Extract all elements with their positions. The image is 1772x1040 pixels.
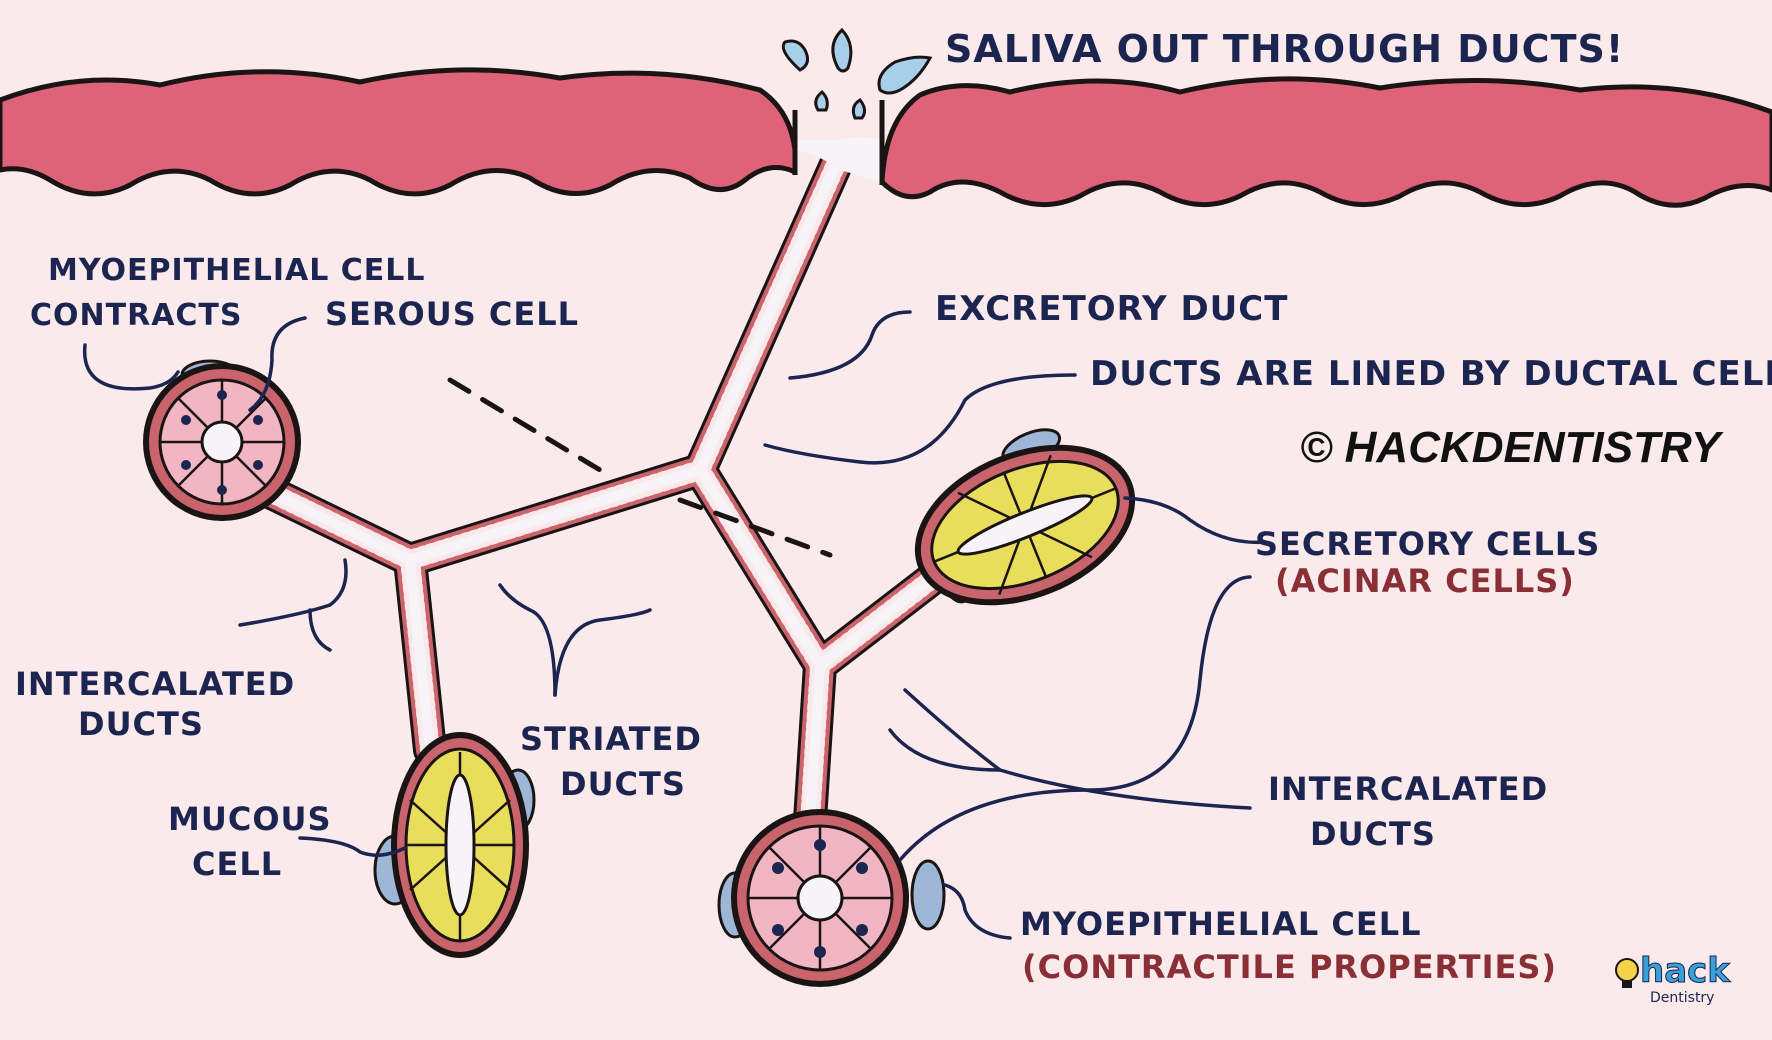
label-striated-1: STRIATED [520, 720, 702, 758]
label-secretory-cells: SECRETORY CELLS [1255, 525, 1600, 563]
label-intercalated-right-1: INTERCALATED [1268, 770, 1548, 808]
label-myoepithelial-contracts-1: MYOEPITHELIAL CELL [48, 253, 426, 288]
label-serous-cell: SEROUS CELL [325, 295, 579, 333]
serous-acinus-right [717, 809, 946, 987]
oral-epithelium-right [879, 76, 1772, 208]
secretory-acinus-right [914, 428, 1136, 606]
label-ducts-lined: DUCTS ARE LINED BY DUCTAL CELLS [1090, 354, 1772, 394]
label-mucous-2: CELL [192, 845, 282, 883]
label-intercalated-left-1: INTERCALATED [15, 665, 295, 703]
mucous-acinus [373, 732, 536, 958]
label-intercalated-left-2: DUCTS [78, 705, 204, 743]
label-acinar-cells: (ACINAR CELLS) [1275, 562, 1575, 600]
oral-epithelium-left [0, 67, 798, 197]
label-intercalated-right-2: DUCTS [1310, 815, 1436, 853]
copyright-text: © HACKDENTISTRY [1300, 423, 1724, 472]
leader-lines [82, 310, 1267, 940]
label-excretory-duct: EXCRETORY DUCT [935, 289, 1288, 329]
label-contractile-properties: (CONTRACTILE PROPERTIES) [1022, 948, 1557, 986]
label-myoepithelial-contracts-2: CONTRACTS [30, 298, 243, 333]
hackdentistry-logo: hack Dentistry [1615, 951, 1732, 1006]
label-myoepithelial-contractile-1: MYOEPITHELIAL CELL [1020, 905, 1421, 943]
lightbulb-icon [1615, 958, 1639, 982]
logo-text-dentistry: Dentistry [1650, 990, 1714, 1006]
label-saliva-out: SALIVA OUT THROUGH DUCTS! [945, 27, 1624, 71]
dashed-guide-lines [447, 377, 833, 558]
label-striated-2: DUCTS [560, 765, 686, 803]
label-mucous-1: MUCOUS [168, 800, 332, 838]
serous-acinus-left [143, 359, 301, 521]
logo-text-hack: hack [1640, 951, 1731, 991]
saliva-droplets-icon [781, 27, 933, 120]
